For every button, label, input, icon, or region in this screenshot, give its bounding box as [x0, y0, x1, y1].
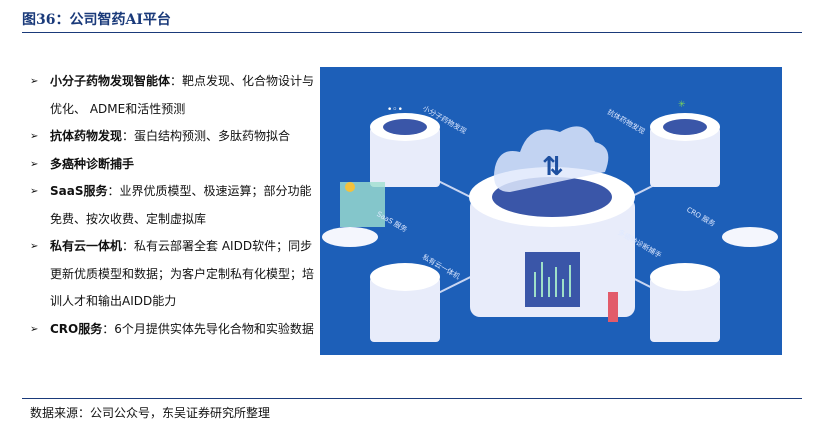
source-note: 数据来源：公司公众号，东吴证券研究所整理 — [30, 406, 271, 420]
item-body: 私有云部署全套 AIDD软件；同步 — [134, 239, 313, 253]
item-sep: ： — [122, 129, 135, 143]
arrow-bullet-icon: ➢ — [30, 323, 39, 335]
top-rule — [22, 32, 802, 33]
item-continuation: 训人才和输出AIDD能力 — [50, 294, 177, 308]
figure-title: 图36：公司智药AI平台 — [22, 12, 171, 28]
list-item: ➢ SaaS服务：业界优质模型、极速运算；部分功能 — [30, 178, 320, 206]
cloud-icon: ⇅ — [494, 126, 609, 192]
list-item: ➢ CRO服务：6个月提供实体先导化合物和实验数据 — [30, 316, 320, 344]
svg-text:✳: ✳ — [678, 100, 686, 110]
item-sep: ： — [122, 239, 135, 253]
list-item: ➢ 小分子药物发现智能体：靶点发现、化合物设计与 — [30, 68, 320, 96]
item-continuation: 更新优质模型和数据；为客户定制私有化模型；培 — [50, 266, 315, 281]
arrow-bullet-icon: ➢ — [30, 158, 39, 170]
arrow-bullet-icon: ➢ — [30, 241, 39, 252]
arrow-bullet-icon: ➢ — [30, 76, 39, 87]
svg-text:•◦•: •◦• — [387, 105, 403, 115]
item-continuation: 优化、 ADME和活性预测 — [50, 101, 186, 116]
arrow-bullet-icon: ➢ — [30, 186, 39, 197]
item-head: 私有云一体机 — [50, 239, 123, 253]
item-sep: ： — [102, 321, 115, 336]
list-item: ➢ 抗体药物发现：蛋白结构预测、多肽药物拟合 — [30, 123, 320, 151]
item-body: 业界优质模型、极速运算；部分功能 — [119, 184, 312, 198]
item-sep: ： — [170, 74, 183, 88]
item-head: 小分子药物发现智能体 — [50, 74, 171, 88]
item-body: 靶点发现、化合物设计与 — [182, 74, 315, 88]
arrow-bullet-icon: ➢ — [30, 131, 39, 142]
item-continuation: 免费、按次收费、定制虚拟库 — [50, 211, 207, 226]
platform-illustration: ⇅ •◦•✳ 小分子药物发现 抗体药物发现 SaaS 服务 私有云一体机 CRO… — [320, 67, 782, 355]
item-body: 6个月提供实体先导化合物和实验数据 — [114, 321, 314, 336]
scientist-icon — [608, 292, 618, 322]
platform-diagram: ⇅ •◦• ✳ — [322, 100, 778, 342]
person-icon — [345, 182, 355, 192]
item-head: 抗体药物发现 — [50, 129, 123, 143]
bottom-rule — [22, 398, 802, 399]
list-item: ➢ 多癌种诊断捕手 — [30, 151, 320, 179]
item-sep: ： — [107, 184, 120, 198]
item-head: CRO服务 — [50, 321, 103, 336]
feature-list: ➢小分子药物发现智能体：靶点发现、化合物设计与 优化、 ADME和活性预测 ➢抗… — [30, 68, 320, 343]
item-head: SaaS服务 — [50, 184, 108, 198]
list-item: ➢ 私有云一体机：私有云部署全套 AIDD软件；同步 — [30, 233, 320, 261]
item-body: 蛋白结构预测、多肽药物拟合 — [134, 129, 291, 143]
item-head: 多癌种诊断捕手 — [50, 156, 135, 171]
svg-text:⇅: ⇅ — [542, 152, 564, 182]
